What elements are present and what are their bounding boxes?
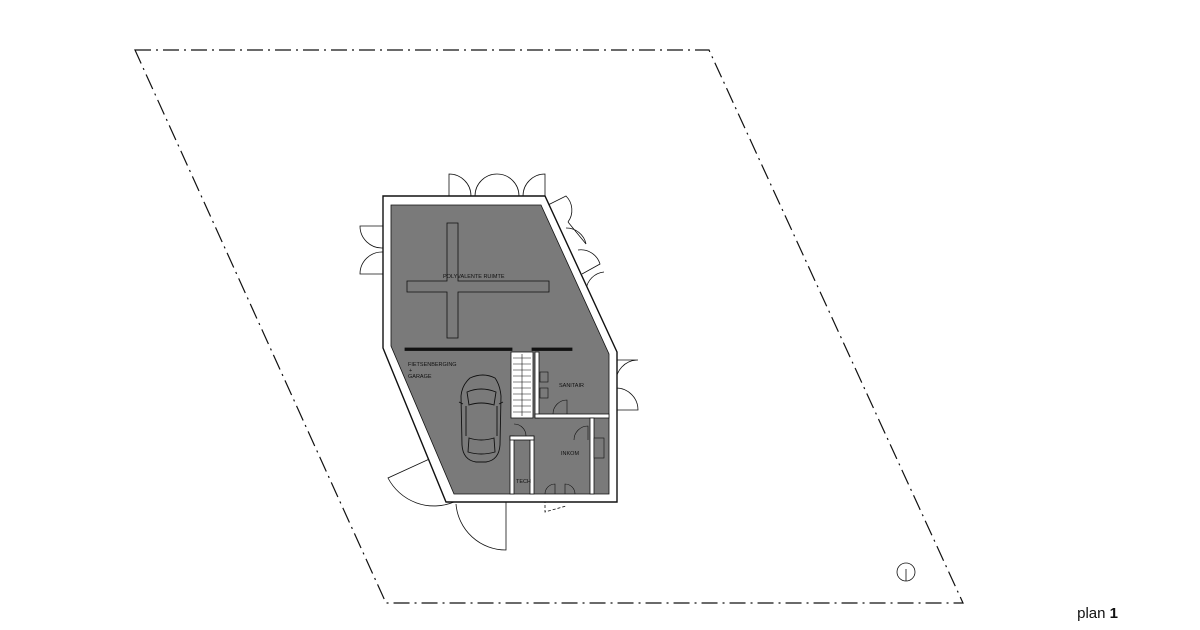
plan-caption: plan 1 (1077, 605, 1118, 622)
entrance-cabinet (593, 437, 605, 459)
car-icon (458, 374, 504, 463)
label-bike-2: + (409, 368, 412, 374)
plan-number: 1 (1109, 605, 1118, 622)
cross-feature (406, 222, 550, 339)
label-bike-3: GARAGE (408, 374, 432, 380)
label-sanitary: SANITAIR (559, 383, 584, 389)
plot-boundary (134, 49, 964, 604)
label-entrance: INKOM (561, 451, 579, 457)
plan-caption-text: plan (1077, 605, 1110, 622)
sanitary-fixtures (539, 371, 549, 399)
door-swings (359, 173, 639, 551)
interior-door-swings (513, 399, 589, 495)
label-bike-1: FIETSENBERGING (408, 362, 457, 368)
label-polyvalent: POLYVALENTE RUIMTE (443, 274, 505, 280)
staircase (513, 354, 531, 416)
label-tech: TECH (516, 479, 531, 485)
north-arrow-icon (896, 562, 916, 582)
